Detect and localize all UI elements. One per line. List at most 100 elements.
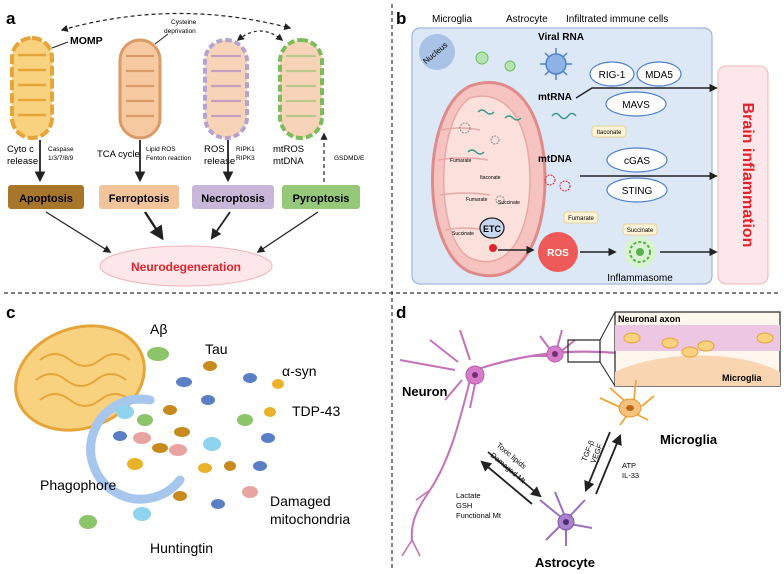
- panel-c-letter: c: [6, 303, 15, 322]
- cysteine-pointer: [154, 33, 169, 45]
- damaged-label-1: Damaged: [270, 493, 331, 509]
- mitochondrion-ferroptosis: [118, 38, 162, 140]
- microglia-label: Microglia: [660, 432, 718, 447]
- ferroptosis-text: Ferroptosis: [109, 193, 170, 205]
- cysteine-label-1: Cysteine: [171, 19, 197, 26]
- etc-complex: [479, 217, 505, 239]
- arrow-astrocyte-neuron: [480, 460, 533, 505]
- mtdna-label: mtDNA: [273, 156, 304, 167]
- momp-label: MOMP: [70, 35, 103, 47]
- zoom-line-1: [599, 311, 616, 341]
- damaged-label-2: mitochondria: [270, 511, 350, 527]
- astrocyte-cell: [539, 491, 593, 546]
- asyn-label: α-syn: [282, 363, 317, 379]
- ros-release-label: release: [204, 156, 235, 167]
- arrow-pyro-neuro: [256, 211, 319, 253]
- fumarate-label: Fumarate: [568, 216, 594, 222]
- mavs-ellipse: [605, 91, 667, 117]
- panel-d: d Neuron Neur: [396, 303, 781, 570]
- sting-ellipse: [606, 177, 668, 203]
- mitochondrion-c: [14, 324, 146, 432]
- atp-label: ATP: [622, 461, 636, 470]
- succinate-box: [622, 223, 658, 236]
- ros-label: ROS: [204, 144, 225, 155]
- mito-itaconate: Itaconate: [480, 175, 501, 181]
- cyto-release-label: release: [7, 156, 38, 167]
- sting-label: STING: [622, 186, 653, 197]
- rig1-ellipse: [589, 61, 635, 87]
- tau-label: Tau: [205, 341, 228, 357]
- gsdmd-label: GSDMD/E: [334, 155, 365, 162]
- panel-a: a MOMP Cysteine deprivation Cyto: [6, 9, 365, 287]
- large-mitochondrion: [431, 81, 547, 278]
- ros-circle: [538, 232, 578, 272]
- mtdna-circle-1: [544, 174, 556, 186]
- zoom-line-2: [599, 361, 616, 387]
- panel-a-letter: a: [6, 9, 16, 28]
- arrow-necro-neuro: [210, 211, 231, 240]
- neurodegeneration-ellipse: [99, 245, 273, 287]
- apoptosis-box: [8, 185, 84, 209]
- momp-pointer: [51, 41, 69, 49]
- panel-c: c: [6, 303, 350, 556]
- ripk3-label: RIPK3: [236, 155, 255, 162]
- inflammasome-label: Inflammasome: [607, 273, 673, 284]
- axon-inset: [614, 311, 781, 387]
- mito-fumarate: Fumarate: [450, 158, 472, 164]
- caspase-label: Caspase: [48, 146, 74, 153]
- mtros-label: mtROS: [273, 144, 304, 155]
- pyroptosis-box: [282, 185, 360, 209]
- mtdna-circle-2: [559, 180, 571, 192]
- fenton-label: Fenton reaction: [146, 155, 192, 162]
- arrow-neuron-astrocyte: [487, 451, 542, 498]
- brain-inflammation-box: [717, 65, 769, 285]
- succinate-label: Succinate: [627, 228, 654, 234]
- ripk1-label: RIPK1: [236, 146, 255, 153]
- lipid-ros-label: Lipid ROS: [146, 146, 176, 153]
- mitochondrion-momp: [10, 36, 54, 140]
- inflammasome-icon: [624, 236, 656, 268]
- cysteine-label-2: deprivation: [164, 28, 196, 35]
- arrow-mtrna-inflammation: [575, 83, 718, 99]
- protein-aggregates: [79, 347, 284, 529]
- neuron-label: Neuron: [402, 384, 448, 399]
- mtrna-label: mtRNA: [538, 92, 572, 103]
- axon-inset-label: Neuronal axon: [618, 314, 681, 324]
- ferroptosis-box: [99, 185, 179, 209]
- huntingtin-label: Huntingtin: [150, 540, 213, 556]
- functional-mt-label: Functional Mt: [456, 511, 502, 520]
- mitochondrion-necroptosis: [203, 38, 249, 140]
- mda5-label: MDA5: [645, 70, 673, 81]
- mito-succinate-2: Succinate: [498, 200, 520, 206]
- mitochondrion-pyroptosis: [278, 38, 324, 140]
- dashed-small-arc-arrow: [236, 30, 284, 41]
- nucleus: [419, 34, 455, 70]
- necroptosis-text: Necroptosis: [201, 193, 265, 205]
- itaconate-label: Itaconate: [597, 130, 622, 136]
- gsh-label: GSH: [456, 501, 472, 510]
- arrow-astrocyte-microglia: [595, 434, 622, 495]
- itaconate-box: [591, 125, 627, 138]
- dashed-arc-arrow: [60, 12, 292, 32]
- viral-rna-icon: [540, 48, 572, 80]
- necroptosis-box: [192, 185, 274, 209]
- zoom-region-box: [567, 339, 601, 363]
- mtdna-label: mtDNA: [538, 154, 572, 165]
- brain-inflammation-text: Brain inflammation: [739, 103, 756, 248]
- mavs-label: MAVS: [622, 100, 650, 111]
- tdp43-label: TDP-43: [292, 403, 340, 419]
- fumarate-box: [563, 211, 599, 224]
- mtrna-strand: [551, 112, 577, 120]
- arrow-ferro-neuro: [143, 211, 164, 241]
- microglia-header: Microglia: [432, 14, 472, 25]
- arrow-microglia-astrocyte: [584, 431, 611, 492]
- il33-label: IL-33: [622, 471, 639, 480]
- phagophore-membrane: [86, 394, 185, 504]
- lactate-label: Lactate: [456, 491, 481, 500]
- pyroptosis-text: Pyroptosis: [293, 193, 350, 205]
- ros-dot: [489, 244, 497, 252]
- cgas-label: cGAS: [624, 156, 650, 167]
- caspase-numbers: 1/3/7/8/9: [48, 155, 74, 162]
- phagophore-label: Phagophore: [40, 477, 117, 493]
